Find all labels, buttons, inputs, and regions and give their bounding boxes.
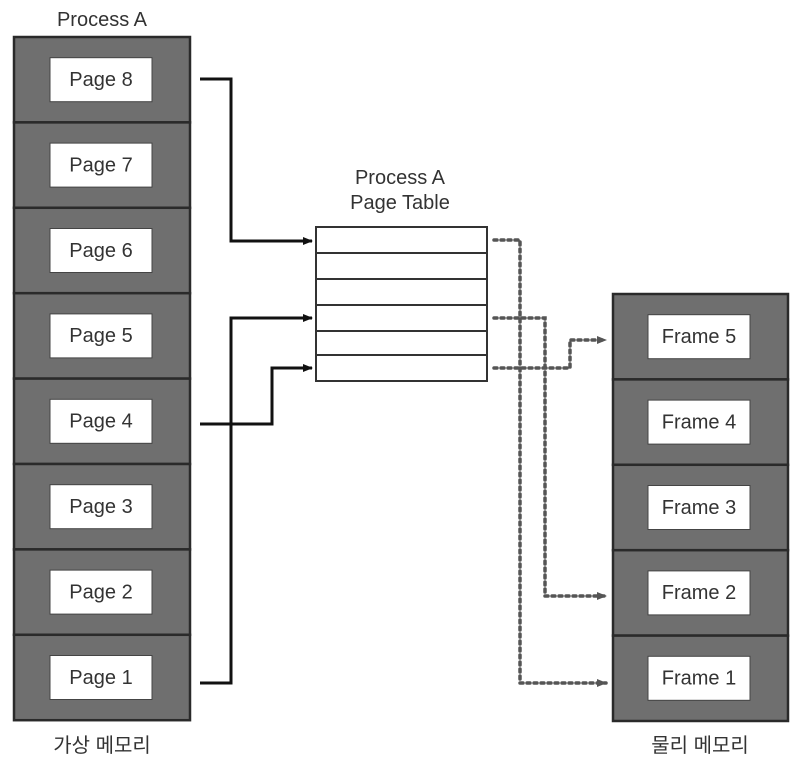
- page-label-box: [49, 313, 153, 359]
- arrow-page4-to-entry6: [200, 364, 313, 426]
- page-table-entry: [315, 278, 488, 306]
- page-table-entry: [315, 354, 488, 382]
- page-label: Page 7: [69, 154, 132, 176]
- page-label: Page 4: [69, 411, 132, 433]
- virtual-memory-title: Process A: [57, 9, 148, 31]
- virtual-memory: Page 8 Page 7 Page 6 Page 5 Page 4 Page 3 Page…: [12, 35, 192, 722]
- page-label: Page 1: [69, 667, 132, 689]
- frame-cell: [611, 634, 790, 723]
- arrow-page8-to-entry1: [200, 77, 313, 245]
- page-label: Page 8: [69, 69, 132, 91]
- page-label: Page 6: [69, 240, 132, 262]
- physical-memory-caption: 물리 메모리: [651, 734, 749, 757]
- page-table: [315, 226, 488, 382]
- page-table-entry: [315, 226, 488, 254]
- page-table-entry: [315, 252, 488, 280]
- page-table-title-line1: Process A: [355, 167, 446, 189]
- frame-label-box: [647, 399, 751, 445]
- frame-label: Frame 4: [662, 411, 736, 433]
- arrow-page1-to-entry4: [200, 314, 313, 685]
- frame-label-box: [647, 485, 751, 530]
- page-label-box: [49, 228, 153, 273]
- page-label: Page 3: [69, 496, 132, 518]
- page-label-box: [49, 655, 153, 700]
- virtual-memory-caption: 가상 메모리: [53, 734, 151, 757]
- frame-label-box: [647, 314, 751, 360]
- page-label-box: [49, 569, 153, 615]
- frame-label: Frame 3: [662, 497, 736, 519]
- page-cell: [12, 633, 192, 722]
- page-label-box: [49, 142, 153, 188]
- frame-label: Frame 2: [662, 582, 736, 604]
- dotted-arrow-entry6-to-frame5: [492, 336, 608, 370]
- physical-memory: Frame 5 Frame 4 Frame 3 Frame 2 Frame 1: [611, 292, 790, 723]
- frame-label-box: [647, 655, 751, 701]
- page-label-box: [49, 398, 153, 444]
- page-table-title-line2: Page Table: [350, 192, 450, 214]
- dotted-arrow-entry1-to-frame1: [492, 238, 608, 687]
- page-label: Page 5: [69, 325, 132, 347]
- frame-label-box: [647, 570, 751, 616]
- frame-label: Frame 1: [662, 668, 736, 690]
- page-table-entry: [315, 330, 488, 356]
- page-label-box: [49, 57, 153, 103]
- frame-label: Frame 5: [662, 326, 736, 348]
- page-label: Page 2: [69, 581, 132, 603]
- page-label-box: [49, 484, 153, 530]
- dotted-arrow-entry4-to-frame2: [492, 316, 608, 600]
- page-table-entry: [315, 304, 488, 332]
